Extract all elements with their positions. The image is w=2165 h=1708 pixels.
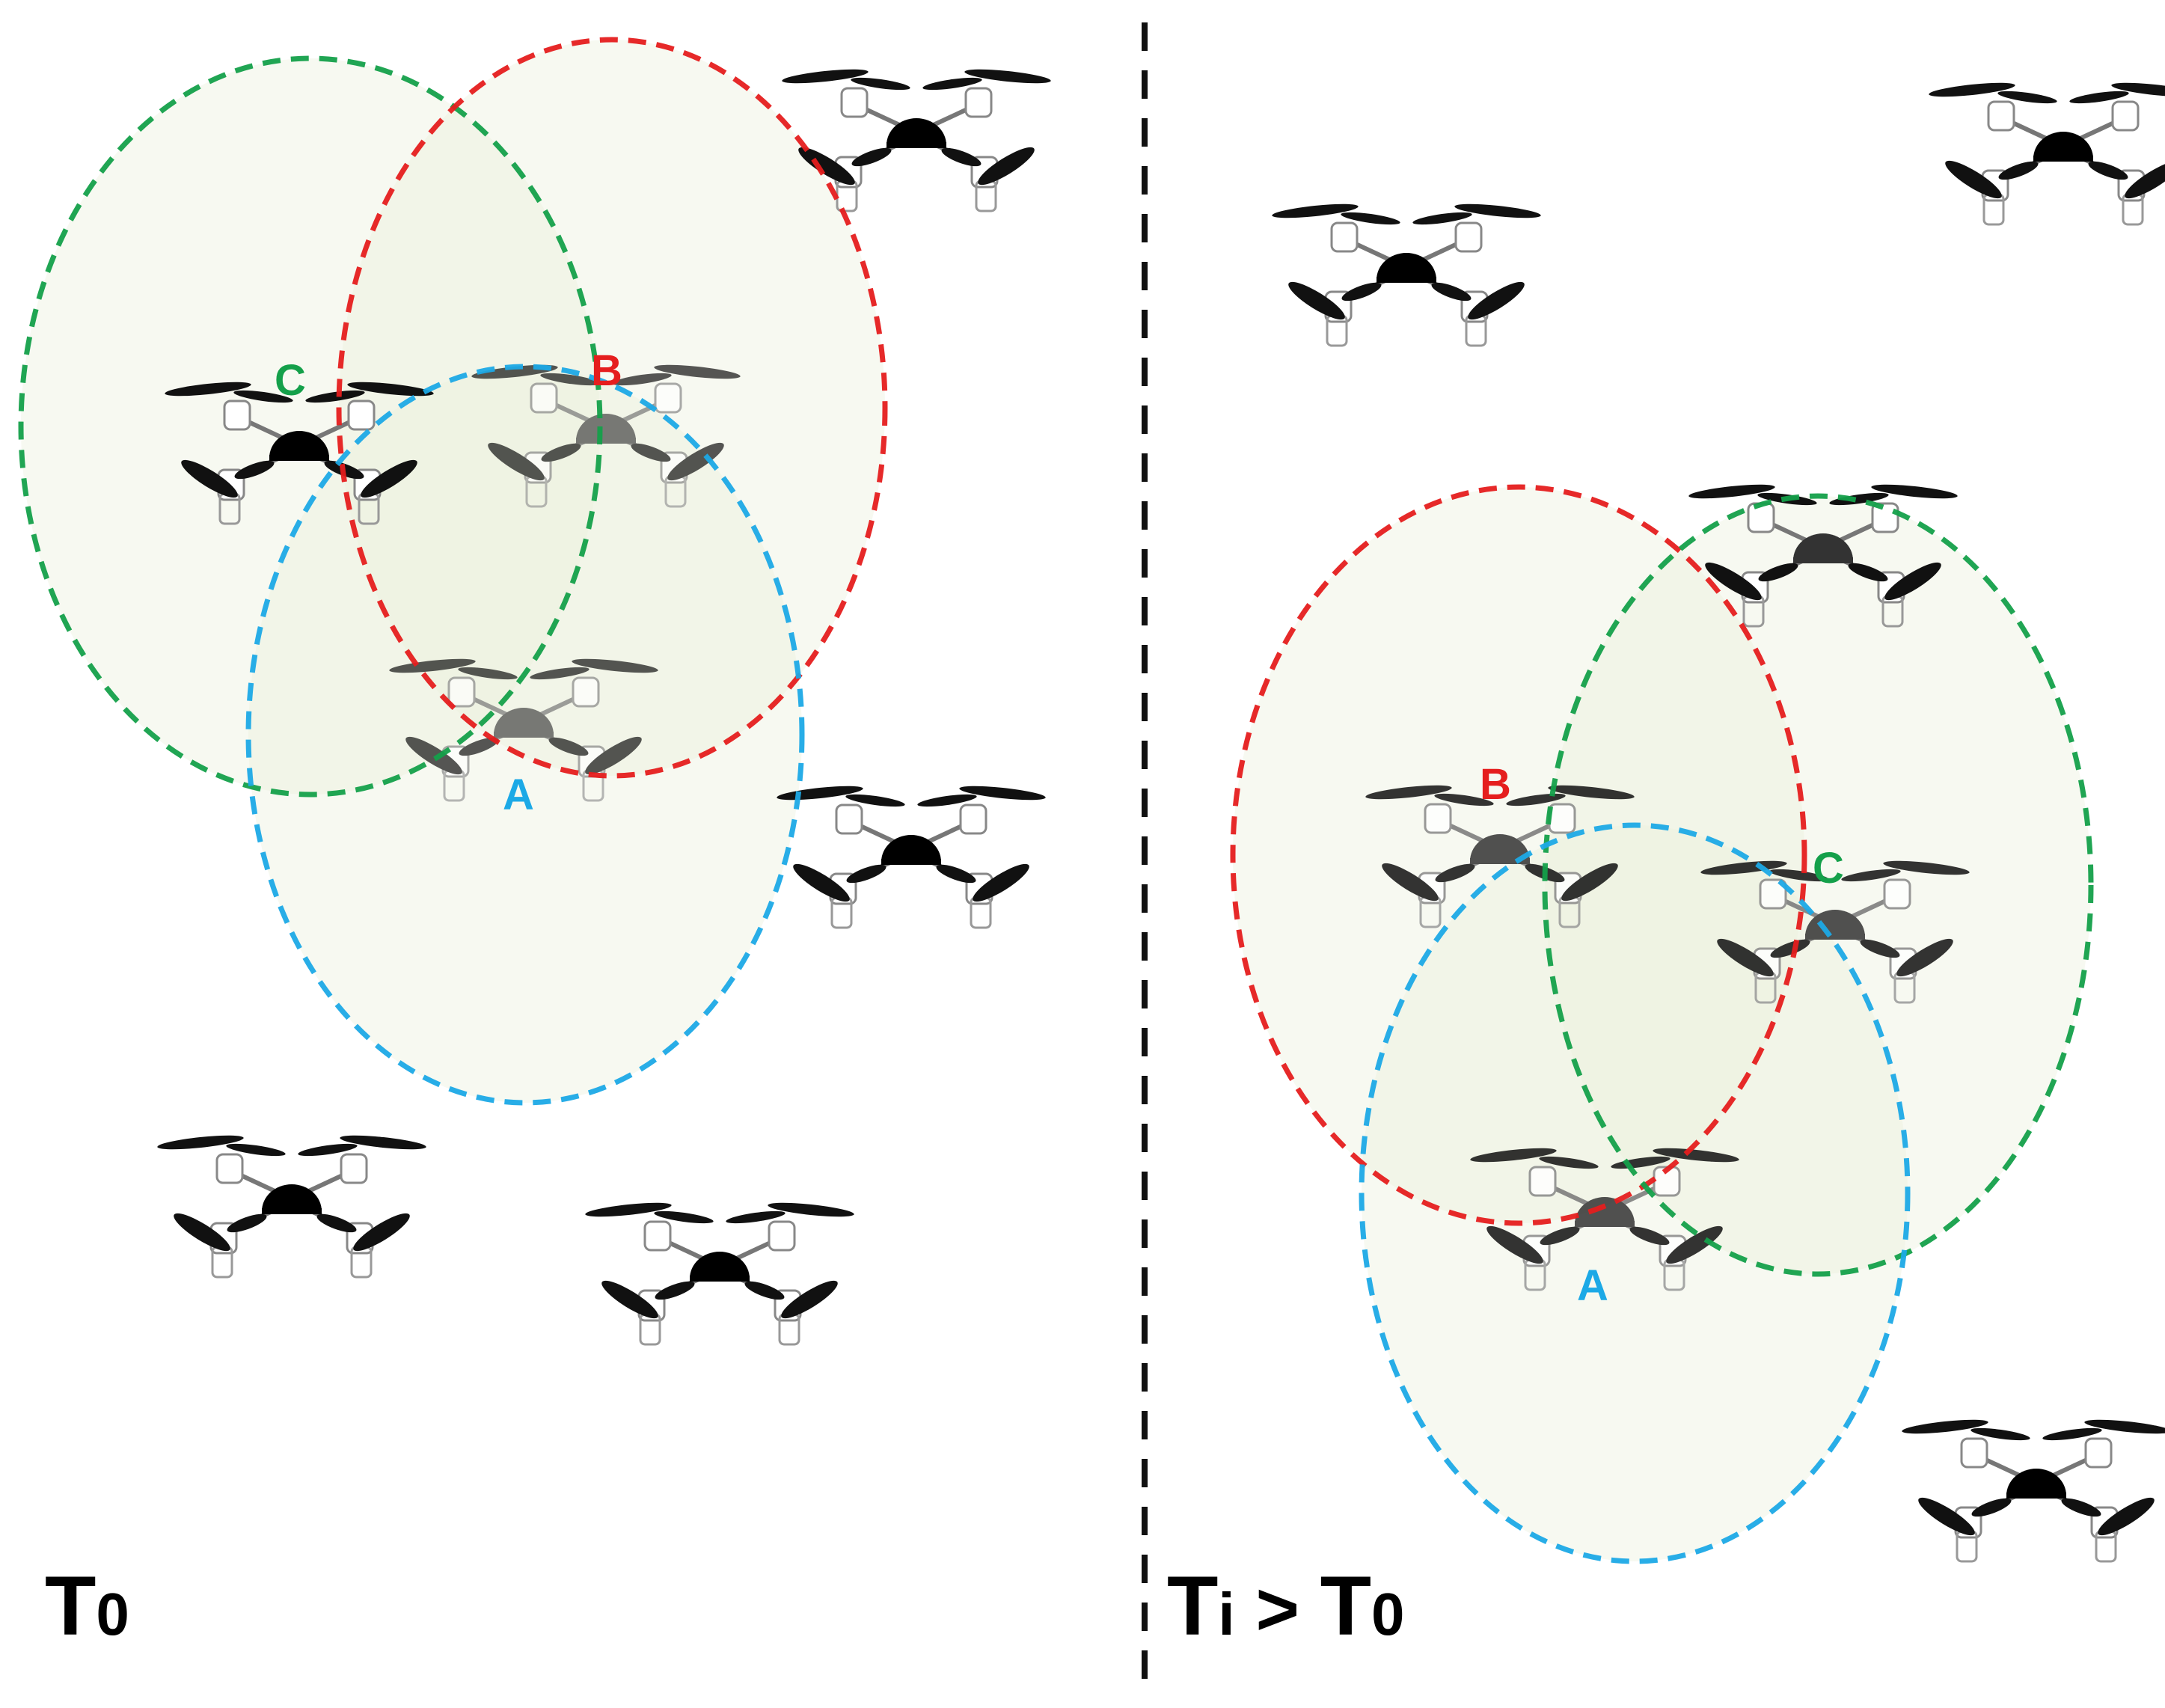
right-range-b-ring <box>1230 484 1807 1226</box>
left-time-label: T0 <box>45 1559 129 1653</box>
drone-icon <box>157 1133 427 1277</box>
left-label-b: B <box>591 346 622 395</box>
left-panel: C B A T0 <box>18 37 1051 1653</box>
left-range-fills <box>21 40 885 1103</box>
right-range-a-ring <box>1359 822 1911 1564</box>
left-range-c-ring <box>18 55 603 798</box>
right-label-c: C <box>1813 844 1844 893</box>
right-range-fills <box>1233 487 2091 1561</box>
time-subscript-i: i <box>1218 1581 1234 1647</box>
right-panel: B C A Ti > T0 <box>1167 80 2165 1653</box>
comparison-operator: > <box>1235 1567 1320 1651</box>
left-range-outlines <box>18 37 888 1106</box>
right-time-label: Ti > T0 <box>1167 1559 1405 1653</box>
left-range-a-ring <box>245 364 805 1106</box>
time-subscript: 0 <box>96 1581 129 1647</box>
left-range-b-fill <box>339 40 885 776</box>
time-symbol: T <box>45 1559 96 1653</box>
left-label-c: C <box>275 356 306 405</box>
drone-icon <box>1902 1417 2165 1561</box>
right-label-a: A <box>1577 1261 1608 1310</box>
drone-icon <box>777 783 1047 928</box>
right-range-c-fill <box>1545 496 2091 1274</box>
left-range-c-fill <box>21 58 600 795</box>
right-range-outlines <box>1230 484 2094 1564</box>
drone-icon <box>1929 80 2165 224</box>
time-symbol: T <box>1167 1559 1218 1653</box>
left-label-a: A <box>503 771 534 819</box>
right-label-b: B <box>1480 760 1511 809</box>
time-subscript-0: 0 <box>1371 1581 1405 1647</box>
right-range-a-fill <box>1362 825 1908 1561</box>
right-range-c-ring <box>1542 493 2094 1277</box>
time-symbol-2: T <box>1320 1559 1371 1653</box>
drone-icon <box>1272 201 1542 346</box>
drone-icon <box>585 1200 855 1344</box>
left-range-b-ring <box>336 37 888 779</box>
